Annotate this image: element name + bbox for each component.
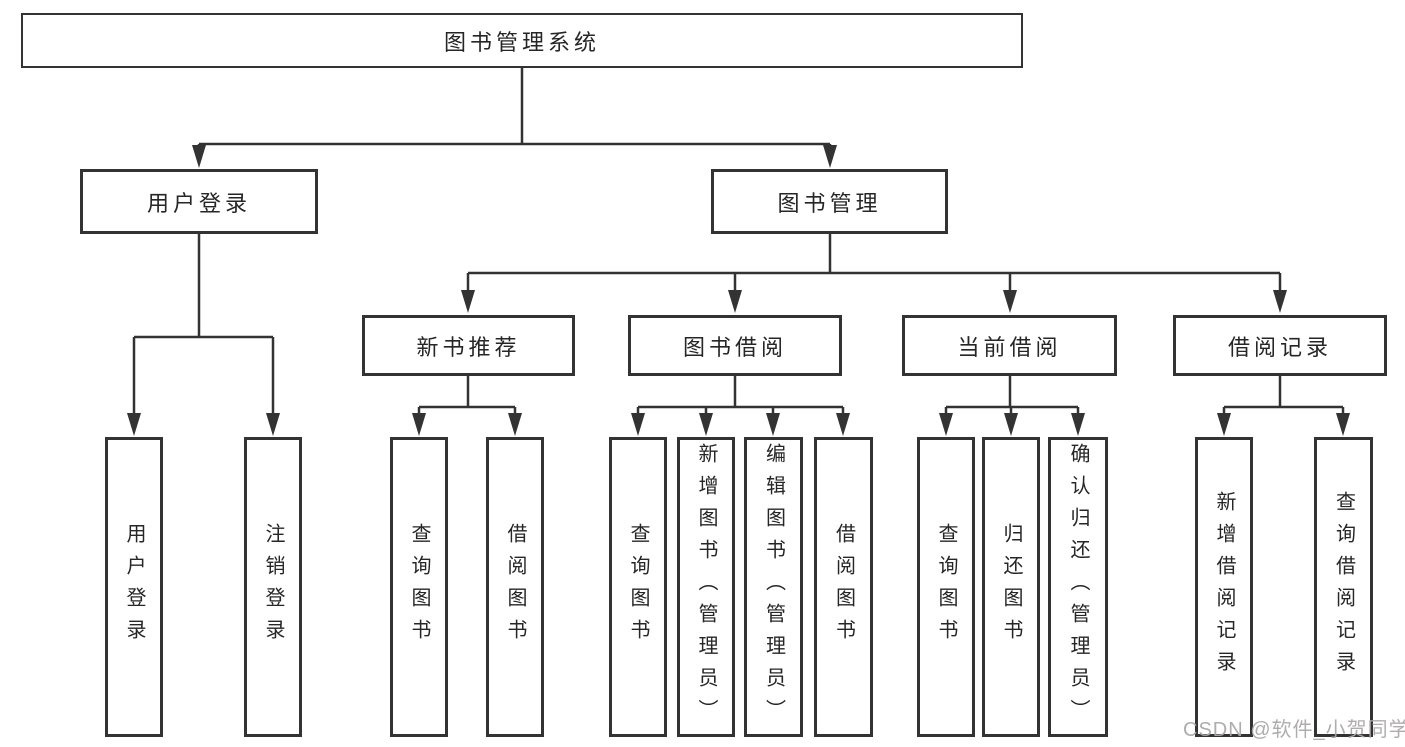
- leaf-return-books: 归还图书: [982, 437, 1040, 737]
- leaf-query-books-new: 查询图书: [390, 437, 448, 737]
- arrowheads: [127, 145, 1350, 436]
- leaf-label: 注销登录: [262, 523, 284, 651]
- leaf-label: 查询图书: [935, 523, 957, 651]
- node-borrow-records: 借阅记录: [1173, 315, 1387, 376]
- watermark: CSDN @软件_小贺同学: [1183, 719, 1405, 741]
- leaf-add-borrow-record: 新增借阅记录: [1195, 437, 1253, 737]
- leaf-query-books-current: 查询图书: [917, 437, 975, 737]
- node-label: 用户登录: [146, 190, 251, 216]
- leaf-label: 借阅图书: [504, 523, 526, 651]
- leaf-add-book-admin: 新增图书（管理员）: [677, 437, 735, 737]
- node-label: 借阅记录: [1227, 334, 1332, 360]
- node-book-management: 图书管理: [711, 169, 948, 234]
- leaf-query-borrow-record: 查询借阅记录: [1314, 437, 1373, 737]
- node-label: 图书管理系统: [443, 29, 600, 55]
- node-new-book-recommend: 新书推荐: [362, 315, 575, 376]
- leaf-label: 新增借阅记录: [1213, 491, 1235, 683]
- leaf-label: 借阅图书: [832, 523, 855, 651]
- leaf-label: 用户登录: [123, 523, 145, 651]
- leaf-edit-book-admin: 编辑图书（管理员）: [744, 437, 803, 737]
- node-library-system: 图书管理系统: [21, 13, 1023, 68]
- node-user-login: 用户登录: [80, 169, 318, 234]
- leaf-label: 查询借阅记录: [1332, 491, 1355, 683]
- leaf-label: 查询图书: [627, 523, 649, 651]
- node-current-borrowing: 当前借阅: [902, 315, 1117, 376]
- node-label: 图书管理: [777, 190, 882, 216]
- leaf-label: 新增图书（管理员）: [695, 443, 717, 731]
- leaf-confirm-return-admin: 确认归还（管理员）: [1048, 437, 1108, 737]
- leaf-borrow-books-new: 借阅图书: [486, 437, 544, 737]
- node-book-borrowing: 图书借阅: [628, 315, 842, 376]
- leaf-borrow-books-borrow: 借阅图书: [814, 437, 873, 737]
- leaf-label: 归还图书: [1000, 523, 1022, 651]
- leaf-label: 编辑图书（管理员）: [762, 443, 785, 731]
- node-label: 图书借阅: [682, 334, 787, 360]
- leaf-label: 确认归还（管理员）: [1067, 443, 1089, 731]
- node-label: 当前借阅: [957, 334, 1062, 360]
- leaf-label: 查询图书: [408, 523, 430, 651]
- leaf-logout-login: 注销登录: [244, 437, 302, 737]
- node-label: 新书推荐: [416, 334, 521, 360]
- leaf-query-books-borrow: 查询图书: [609, 437, 667, 737]
- leaf-user-login: 用户登录: [105, 437, 163, 737]
